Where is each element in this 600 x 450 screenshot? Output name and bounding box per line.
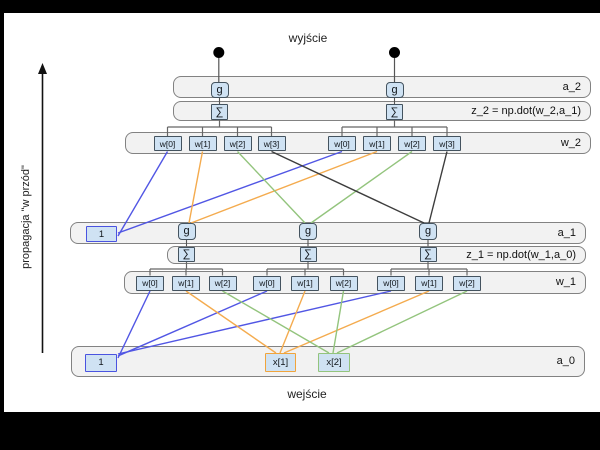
output-dot [389, 47, 400, 58]
sum-box: ∑ [299, 246, 317, 262]
forward-arrow-head [38, 63, 47, 74]
weight-box: w[0] [253, 275, 281, 291]
input-box: x[2] [318, 352, 350, 372]
weight-box: w[0] [153, 136, 182, 151]
weight-box: w[2] [329, 275, 358, 291]
connection-w2-dark [271, 150, 425, 224]
output-dot [213, 47, 225, 58]
connection-w2-orange [188, 151, 204, 224]
weight-box: w[1] [415, 275, 443, 291]
connection-lines-layer [38, 47, 468, 359]
connection-w2-blue [117, 151, 169, 237]
activation-box: g [177, 223, 196, 240]
connection-w2-green [310, 150, 413, 224]
input-box: x[1] [265, 352, 296, 372]
weight-box: w[3] [257, 136, 286, 151]
weight-box: w[2] [398, 136, 426, 151]
forward-propagation-label: propagacja "w przód" [20, 165, 32, 269]
connection-w1-orange [283, 290, 430, 354]
weight-box: w[1] [291, 275, 319, 291]
layer-row-z2: z_2 = np.dot(w_2,a_1) [173, 100, 591, 121]
row-label-a0: a_0 [556, 355, 575, 368]
weight-box: w[0] [377, 275, 405, 291]
weight-box: w[1] [172, 275, 200, 291]
weight-box: w[1] [363, 136, 391, 151]
activation-box: g [419, 223, 437, 240]
connection-w1-orange [279, 290, 306, 354]
bias-box: 1 [85, 353, 117, 372]
layer-row-z1: z_1 = np.dot(w_1,a_0) [167, 245, 586, 264]
sum-box: ∑ [419, 246, 437, 262]
sum-box: ∑ [211, 104, 228, 120]
row-label-a1: a_1 [557, 226, 576, 239]
input-caption: wejście [287, 387, 327, 401]
connection-w1-green [222, 290, 330, 354]
weight-box: w[0] [328, 136, 356, 151]
connection-w2-dark [428, 151, 448, 224]
activation-box: g [299, 223, 317, 240]
connection-w1-blue [117, 290, 151, 359]
output-caption: wyjście [288, 31, 328, 45]
row-label-w1: w_1 [555, 276, 576, 289]
activation-box: g [210, 82, 229, 98]
connection-w1-green [332, 290, 345, 354]
row-label-w2: w_2 [560, 136, 581, 149]
connection-w1-blue [117, 290, 268, 357]
weight-box: w[2] [453, 275, 481, 291]
connection-w1-blue [117, 290, 392, 355]
weight-box: w[2] [208, 275, 237, 291]
weight-box: w[1] [188, 136, 217, 151]
weight-box: w[3] [433, 136, 461, 151]
connection-w2-green [236, 151, 306, 224]
row-label-z2: z_2 = np.dot(w_2,a_1) [471, 104, 581, 117]
weight-box: w[2] [223, 136, 252, 151]
activation-box: g [385, 82, 404, 98]
sum-box: ∑ [178, 246, 195, 262]
connection-w2-orange [190, 150, 378, 224]
layer-row-a1: a_1 [70, 221, 586, 244]
diagram-area: a_2 z_2 = np.dot(w_2,a_1) w_2 a_1 z_1 = … [4, 13, 600, 412]
layer-row-a2: a_2 [173, 75, 591, 98]
connection-w1-green [336, 290, 468, 354]
bias-box: 1 [86, 226, 117, 242]
connection-w2-blue [117, 150, 343, 234]
weight-box: w[0] [136, 275, 164, 291]
row-label-a2: a_2 [562, 80, 581, 93]
row-label-z1: z_1 = np.dot(w_1,a_0) [466, 248, 576, 261]
sum-box: ∑ [386, 104, 403, 120]
connection-w1-orange [185, 290, 277, 354]
